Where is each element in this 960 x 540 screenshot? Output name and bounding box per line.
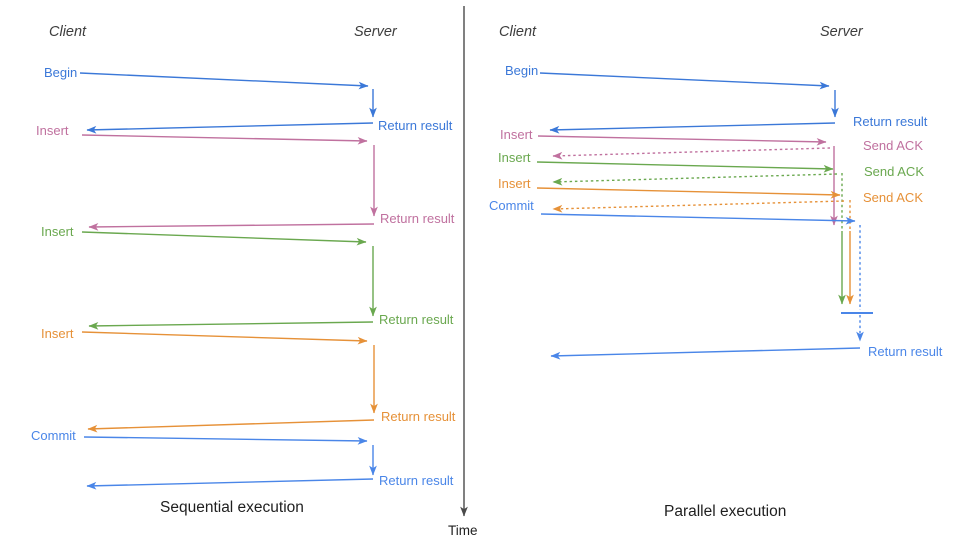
par-insert1-arrows xyxy=(537,135,838,226)
seq-server-header: Server xyxy=(354,24,397,40)
seq-op-begin-label: Begin xyxy=(44,65,78,80)
par-client-header: Client xyxy=(499,24,537,40)
seq-return-commit-label: Return result xyxy=(379,473,454,488)
seq-commit-arrows xyxy=(83,436,377,490)
par-insert2-arrows xyxy=(536,161,846,305)
par-op-insert1-label: Insert xyxy=(500,127,533,142)
par-op-insert2-label: Insert xyxy=(498,150,531,165)
par-caption: Parallel execution xyxy=(664,503,787,520)
seq-return-insert2-label: Return result xyxy=(379,312,454,327)
seq-op-insert2-label: Insert xyxy=(41,224,74,239)
seq-begin-arrows xyxy=(79,72,377,134)
seq-caption: Sequential execution xyxy=(160,499,304,516)
seq-op-insert3-label: Insert xyxy=(41,326,74,341)
par-begin-arrows xyxy=(539,72,839,134)
par-return-begin-label: Return result xyxy=(853,114,928,129)
seq-return-insert1-label: Return result xyxy=(380,211,455,226)
seq-op-insert1-label: Insert xyxy=(36,123,69,138)
par-insert3-arrows xyxy=(536,187,854,305)
seq-op-commit-label: Commit xyxy=(31,428,76,443)
time-axis-label: Time xyxy=(448,523,478,538)
seq-insert2-arrows xyxy=(81,231,377,330)
par-op-insert3-label: Insert xyxy=(498,176,531,191)
seq-return-insert3-label: Return result xyxy=(381,409,456,424)
par-server-header: Server xyxy=(820,24,863,40)
seq-client-header: Client xyxy=(49,24,87,40)
par-op-commit-label: Commit xyxy=(489,198,534,213)
par-ack-insert1-label: Send ACK xyxy=(863,138,923,153)
par-commit-arrows xyxy=(540,213,873,360)
seq-return-begin-label: Return result xyxy=(378,118,453,133)
seq-insert1-arrows xyxy=(81,134,378,231)
seq-insert3-arrows xyxy=(81,331,378,433)
par-ack-insert2-label: Send ACK xyxy=(864,164,924,179)
par-ack-insert3-label: Send ACK xyxy=(863,190,923,205)
par-return-commit-label: Return result xyxy=(868,344,943,359)
par-op-begin-label: Begin xyxy=(505,63,539,78)
